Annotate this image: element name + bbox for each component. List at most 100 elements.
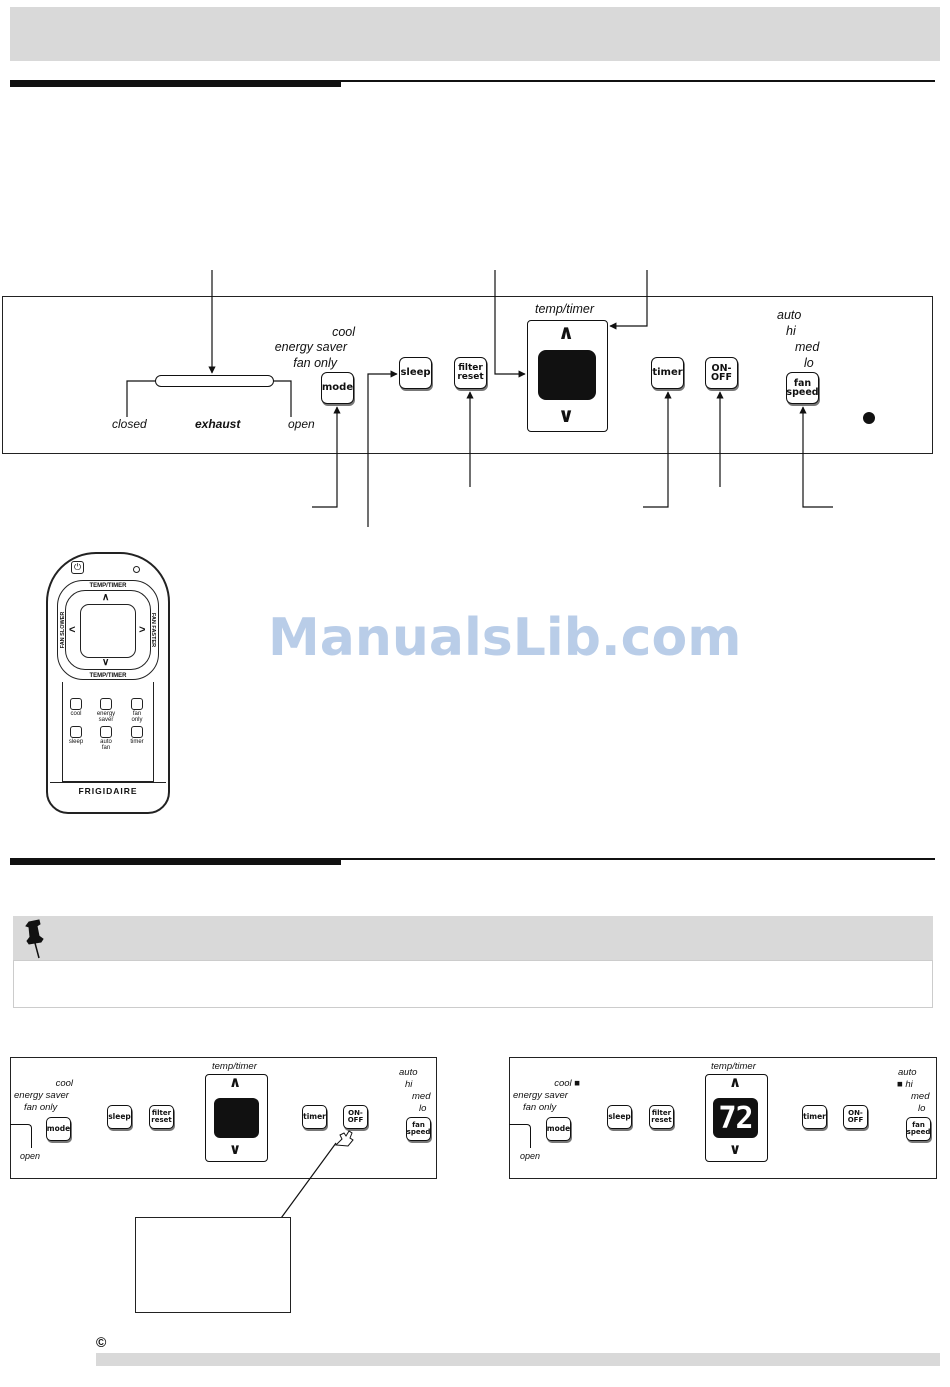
left-temp-timer-label: temp/timer [212,1061,257,1072]
fan-option-auto: auto [777,308,802,322]
right-temp-frame [705,1074,768,1162]
pushpin-icon [25,919,44,959]
fan-speed-button[interactable]: fan speed [786,372,819,404]
remote-fan-only-button[interactable] [131,698,143,710]
note-bar [13,916,933,960]
left-fan-auto: auto [399,1067,418,1078]
right-temp-timer-label: temp/timer [711,1061,756,1072]
fan-option-hi: hi [786,324,796,338]
copyright-symbol: © [96,1334,107,1350]
right-fan-speed-button[interactable]: fan speed [906,1117,931,1141]
exhaust-label: exhaust [195,417,241,431]
right-on-off-button[interactable]: ON- OFF [843,1105,868,1129]
exhaust-closed-label: closed [112,417,147,431]
remote-dpad-inner [65,590,151,670]
left-temp-up-button[interactable]: ∧ [229,1073,242,1091]
left-temp-down-button[interactable]: ∨ [229,1140,242,1158]
left-fan-hi: hi [405,1079,413,1090]
remote-keypad-area [62,682,154,782]
section-rule-thick-2 [10,858,341,865]
section-rule-thin-2 [341,858,935,860]
remote-fan-faster-label: FAN FASTER [150,612,156,648]
remote-sleep-label: sleep [68,739,84,745]
right-fan-hi: ■ hi [897,1079,913,1090]
temp-timer-frame [527,320,608,432]
remote-fan-slower-label: FAN SLOWER [60,611,66,649]
remote-energy-saver-label: energy saver [96,711,116,723]
left-mode-cool: cool [55,1078,73,1089]
mode-option-energy-saver: energy saver [274,340,347,354]
left-mode-energy-saver: energy saver [14,1090,69,1101]
temp-up-button[interactable]: ∧ [558,320,575,344]
header-bar [10,7,940,61]
left-fan-speed-button[interactable]: fan speed [406,1117,431,1141]
footer-bar [96,1353,940,1366]
mode-option-cool: cool [332,325,355,339]
callout-box [135,1217,291,1313]
remote-timer-label: timer [130,739,144,745]
right-mode-fan-only: fan only [523,1102,557,1113]
right-timer-button[interactable]: timer [802,1105,827,1129]
filter-reset-button[interactable]: filter reset [454,357,487,389]
remote-fan-only-label: fan only [131,711,143,723]
remote-sleep-button[interactable] [70,726,82,738]
section-rule-thick [10,80,341,87]
mode-option-fan-only: fan only [293,356,337,370]
indicator-light [863,412,875,424]
left-open-label: open [20,1151,41,1161]
right-open-label: open [520,1151,541,1161]
remote-left-button[interactable]: < [69,624,76,636]
left-fan-med: med [412,1091,431,1102]
left-fan-lo: lo [419,1103,427,1114]
right-temp-display: 72 [713,1098,758,1138]
remote-temp-timer-top: TEMP/TIMER [89,583,127,589]
right-temp-down-button[interactable]: ∨ [729,1140,742,1158]
left-temp-display [214,1098,259,1138]
mode-button[interactable]: mode [321,372,354,404]
remote-up-button[interactable]: ∧ [102,592,110,603]
remote-cool-button[interactable] [70,698,82,710]
temp-display [538,350,596,400]
remote-divider [50,782,166,783]
remote-timer-button[interactable] [131,726,143,738]
exhaust-open-label: open [288,417,315,431]
right-mode-cool: cool ■ [554,1078,580,1089]
note-box [13,960,933,1008]
left-on-off-button[interactable]: ON- OFF [343,1105,368,1129]
watermark: ManualsLib.com [268,608,742,668]
right-mode-energy-saver: energy saver [513,1090,568,1101]
remote-auto-fan-label: auto fan [100,739,112,751]
right-mode-button[interactable]: mode [546,1117,571,1141]
remote-center-button[interactable] [80,604,136,658]
fan-option-lo: lo [804,356,814,370]
left-sleep-button[interactable]: sleep [107,1105,132,1129]
remote-dpad-ring [57,580,159,680]
remote-auto-fan-button[interactable] [100,726,112,738]
right-temp-up-button[interactable]: ∧ [729,1073,742,1091]
left-timer-button[interactable]: timer [302,1105,327,1129]
right-sleep-button[interactable]: sleep [607,1105,632,1129]
on-off-button[interactable]: ON- OFF [705,357,738,389]
finger-press-icon [334,1130,354,1147]
remote-power-icon[interactable]: ⏻ [71,561,84,574]
temp-down-button[interactable]: ∨ [558,403,575,427]
remote-down-button[interactable]: ∨ [102,657,110,668]
remote-brand-logo: FRIGIDAIRE [78,786,138,796]
right-exhaust-slider-end [509,1124,531,1148]
sleep-button[interactable]: sleep [399,357,432,389]
remote-ir-led [133,566,140,573]
exhaust-slider[interactable] [155,375,274,387]
timer-button[interactable]: timer [651,357,684,389]
section-rule-thin [341,80,935,82]
remote-energy-saver-button[interactable] [100,698,112,710]
temp-timer-label: temp/timer [535,302,595,316]
right-filter-reset-button[interactable]: filter reset [649,1105,674,1129]
right-fan-med: med [911,1091,930,1102]
fan-option-med: med [795,340,820,354]
remote-cool-label: cool [70,711,82,717]
left-mode-button[interactable]: mode [46,1117,71,1141]
right-fan-auto: auto [898,1067,917,1078]
remote-right-button[interactable]: > [139,624,146,636]
left-filter-reset-button[interactable]: filter reset [149,1105,174,1129]
left-exhaust-slider-end [10,1124,32,1148]
